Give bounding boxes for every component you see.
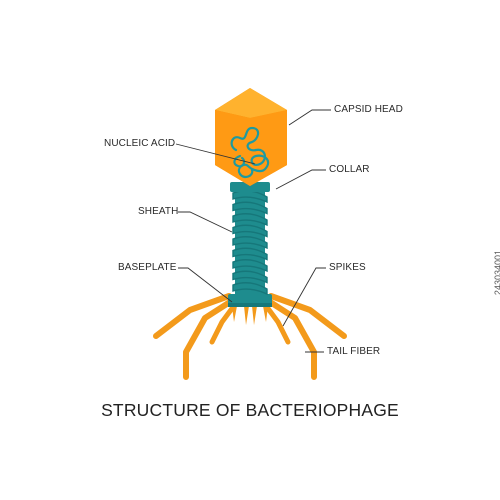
- tail-fiber-right-mid: [264, 297, 317, 380]
- stock-id: 243034001: [493, 250, 500, 296]
- capsid-head: [215, 88, 287, 186]
- leader-lines: [175, 109, 331, 353]
- sheath-ring: [232, 213, 268, 227]
- leader-capsid-head: [288, 109, 331, 126]
- sheath-ring: [232, 247, 268, 261]
- sheath: [232, 188, 268, 296]
- label-collar: COLLAR: [329, 164, 370, 175]
- tail-fiber-right-inner: [261, 300, 291, 345]
- leader-sheath: [178, 211, 233, 233]
- sheath-ring: [232, 236, 268, 250]
- capsid-front-face: [215, 110, 287, 186]
- sheath-ring: [232, 201, 268, 215]
- label-capsid-head: CAPSID HEAD: [334, 104, 403, 115]
- spike: [232, 306, 237, 322]
- tail-fiber-left-mid: [183, 297, 236, 380]
- sheath-ring: [232, 259, 268, 273]
- leader-nucleic-acid: [175, 143, 256, 165]
- sheath-ring: [232, 270, 268, 284]
- tail-fiber-right-outer: [268, 293, 347, 339]
- leader-collar: [275, 169, 326, 190]
- leader-baseplate: [178, 267, 233, 303]
- spike: [263, 306, 268, 322]
- tail-fiber-left-outer: [153, 293, 232, 339]
- sheath-ring: [232, 224, 268, 238]
- tail-fiber-left-inner: [209, 300, 239, 345]
- label-nucleic-acid: NUCLEIC ACID: [104, 138, 176, 149]
- label-sheath: SHEATH: [138, 206, 179, 217]
- label-spikes: SPIKES: [329, 262, 366, 273]
- label-tail-fiber: TAIL FIBER: [327, 346, 381, 357]
- diagram-title: STRUCTURE OF BACTERIOPHAGE: [101, 400, 399, 420]
- capsid-top-face: [215, 88, 287, 118]
- tail-fibers: [153, 293, 347, 380]
- sheath-rings: [232, 190, 268, 296]
- spike: [244, 306, 249, 325]
- label-baseplate: BASEPLATE: [118, 262, 177, 273]
- baseplate-shade: [228, 303, 272, 307]
- collar: [230, 182, 270, 192]
- leader-spikes: [282, 267, 326, 327]
- spikes: [232, 306, 268, 325]
- spike: [252, 306, 257, 325]
- sheath-ring: [232, 282, 268, 296]
